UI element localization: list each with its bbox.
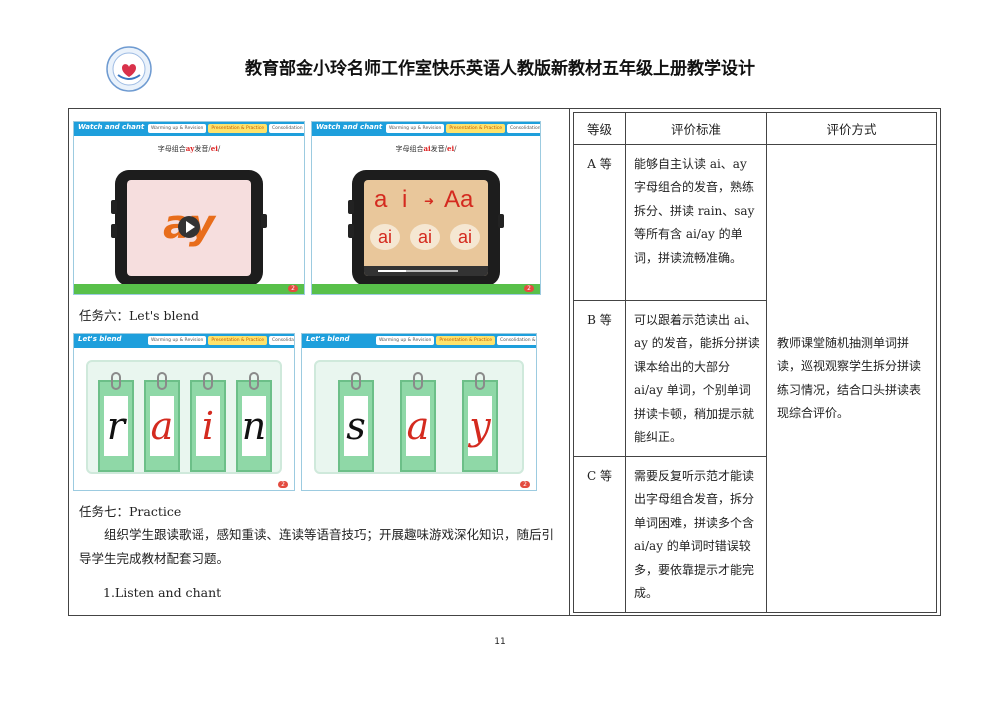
grass-decoration <box>312 284 540 294</box>
evaluation-panel: 等级 评价标准 评价方式 A 等 能够自主认读 ai、ay 字母组合的发音，熟练… <box>569 109 940 615</box>
task-seven-heading: 任务七：Practice <box>79 504 182 519</box>
slide-tab-active: Presentation & Practice <box>208 124 267 133</box>
tablet-device: a i ➜ Aa ai ai ai <box>348 170 504 286</box>
slide-tab: Warming up & Revision <box>148 124 207 133</box>
lesson-frame: Watch and chant Warming up & Revision Pr… <box>68 108 941 616</box>
slide-title: Watch and chant <box>316 123 383 131</box>
letter-card-text: n <box>242 396 266 456</box>
slide-blend-rain: Let's blend Warming up & Revision Presen… <box>73 333 295 491</box>
task-six-heading: 任务六：Let's blend <box>79 308 199 323</box>
ai-bubble: ai <box>370 224 400 250</box>
slide-toolbar: Watch and chant Warming up & Revision Pr… <box>312 122 540 136</box>
slide-body: 字母组合ay发音/ei/ ay 2 <box>74 136 304 294</box>
letter-card-holder: s a y <box>314 360 524 474</box>
slide-body: r a i n 2 <box>74 348 294 490</box>
video-screen: ay <box>127 180 251 276</box>
slide-toolbar: Let's blend Warming up & Revision Presen… <box>302 334 536 348</box>
letter-card-text: a <box>406 396 430 456</box>
slide-page-badge: 2 <box>288 285 298 292</box>
step-listen-chant: 1.Listen and chant <box>103 585 222 600</box>
slide-tab: Consolidation & Extension <box>496 336 536 345</box>
school-logo-icon <box>106 46 152 92</box>
method-cell: 教师课堂随机抽测单词拼读，巡视观察学生拆分拼读练习情况，结合口头拼读表现综合评价… <box>766 144 937 613</box>
slide-page-badge: 2 <box>278 481 288 488</box>
letter-card: a <box>400 372 436 472</box>
slide-page-badge: 2 <box>520 481 530 488</box>
slide-page-badge: 2 <box>524 285 534 292</box>
table-row: A 等 能够自主认读 ai、ay 字母组合的发音，熟练拆分、拼读 rain、sa… <box>573 144 937 613</box>
slide-tabs: Warming up & Revision Presentation & Pra… <box>376 336 536 345</box>
table-row: C 等 需要反复听示范才能读出字母组合发音，拆分单词困难，拼读多个含 ai/ay… <box>573 456 937 613</box>
page-number: 11 <box>494 637 506 647</box>
letter-card: s <box>338 372 374 472</box>
slide-tab: Warming up & Revision <box>148 336 207 345</box>
letter-card-holder: r a i n <box>86 360 282 474</box>
letter-a: a <box>374 186 388 213</box>
column-header: 等级 <box>573 112 626 145</box>
slide-title: Let's blend <box>78 335 122 343</box>
slide-caption: 字母组合ay发音/ei/ <box>157 144 221 153</box>
left-column: Watch and chant Warming up & Revision Pr… <box>69 109 569 615</box>
ai-bubble: ai <box>450 224 480 250</box>
practice-paragraph: 组织学生跟读歌谣，感知重读、连读等语音技巧；开展趣味游戏深化知识，随后引导学生完… <box>79 527 555 566</box>
tablet-device: ay <box>111 170 267 286</box>
column-header: 评价标准 <box>625 112 767 145</box>
arrow-right-icon: ➜ <box>424 194 435 208</box>
letter-i: i <box>402 186 408 213</box>
letter-card: i <box>190 372 226 472</box>
letter-card: r <box>98 372 134 472</box>
slide-tabs: Warming up & Revision Presentation & Pra… <box>148 336 294 345</box>
slide-tab: Consolidation & Extension <box>506 124 540 133</box>
slide-tab: Warming up & Revision <box>386 124 445 133</box>
slide-tabs: Warming up & Revision Presentation & Pra… <box>386 124 540 133</box>
table-header-row: 等级 评价标准 评价方式 <box>573 112 937 145</box>
grass-decoration <box>74 284 304 294</box>
document-title: 教育部金小玲名师工作室快乐英语人教版新教材五年级上册教学设计 <box>245 59 755 79</box>
letter-card-text: a <box>150 396 174 456</box>
page-header: 教育部金小玲名师工作室快乐英语人教版新教材五年级上册教学设计 <box>0 40 1000 92</box>
ai-bubble: ai <box>410 224 440 250</box>
video-screen: a i ➜ Aa ai ai ai <box>364 180 488 276</box>
slide-tabs: Warming up & Revision Presentation & Pra… <box>148 124 304 133</box>
letter-card: n <box>236 372 272 472</box>
slide-tab-active: Presentation & Practice <box>208 336 267 345</box>
slide-watch-chant-video: Watch and chant Warming up & Revision Pr… <box>73 121 305 295</box>
slide-blend-say: Let's blend Warming up & Revision Presen… <box>301 333 537 491</box>
slide-tab-active: Presentation & Practice <box>436 336 495 345</box>
play-icon[interactable] <box>178 216 200 238</box>
letter-card: a <box>144 372 180 472</box>
criteria-cell: 可以跟着示范读出 ai、ay 的发音，能拆分拼读课本给出的大部分 ai/ay 单… <box>625 300 767 457</box>
letter-card-text: y <box>468 396 492 456</box>
letter-card-text: i <box>196 396 220 456</box>
slide-title: Let's blend <box>306 335 350 343</box>
letter-card-text: s <box>344 396 368 456</box>
grade-cell: A 等 <box>573 144 626 301</box>
slide-body: s a y 2 <box>302 348 536 490</box>
slide-tab-active: Presentation & Practice <box>446 124 505 133</box>
video-progress-bar[interactable] <box>364 266 488 276</box>
criteria-cell: 能够自主认读 ai、ay 字母组合的发音，熟练拆分、拼读 rain、say 等所… <box>625 144 767 301</box>
evaluation-table: 等级 评价标准 评价方式 A 等 能够自主认读 ai、ay 字母组合的发音，熟练… <box>573 112 937 613</box>
slide-tab: Warming up & Revision <box>376 336 435 345</box>
slide-tab: Consolidation & Extension <box>268 336 294 345</box>
column-header: 评价方式 <box>766 112 937 145</box>
grade-cell: C 等 <box>573 456 626 613</box>
slide-caption: 字母组合ai发音/ei/ <box>395 144 457 153</box>
criteria-cell: 需要反复听示范才能读出字母组合发音，拆分单词困难，拼读多个含 ai/ay 的单词… <box>625 456 767 613</box>
slide-toolbar: Watch and chant Warming up & Revision Pr… <box>74 122 304 136</box>
slide-body: 字母组合ai发音/ei/ a i ➜ Aa ai ai ai <box>312 136 540 294</box>
grade-cell: B 等 <box>573 300 626 457</box>
slide-title: Watch and chant <box>78 123 145 131</box>
slide-toolbar: Let's blend Warming up & Revision Presen… <box>74 334 294 348</box>
slide-tab: Consolidation & Extension <box>268 124 304 133</box>
letter-card-text: r <box>104 396 128 456</box>
letter-Aa: Aa <box>444 186 474 213</box>
slide-watch-chant-ai: Watch and chant Warming up & Revision Pr… <box>311 121 541 295</box>
letter-card: y <box>462 372 498 472</box>
